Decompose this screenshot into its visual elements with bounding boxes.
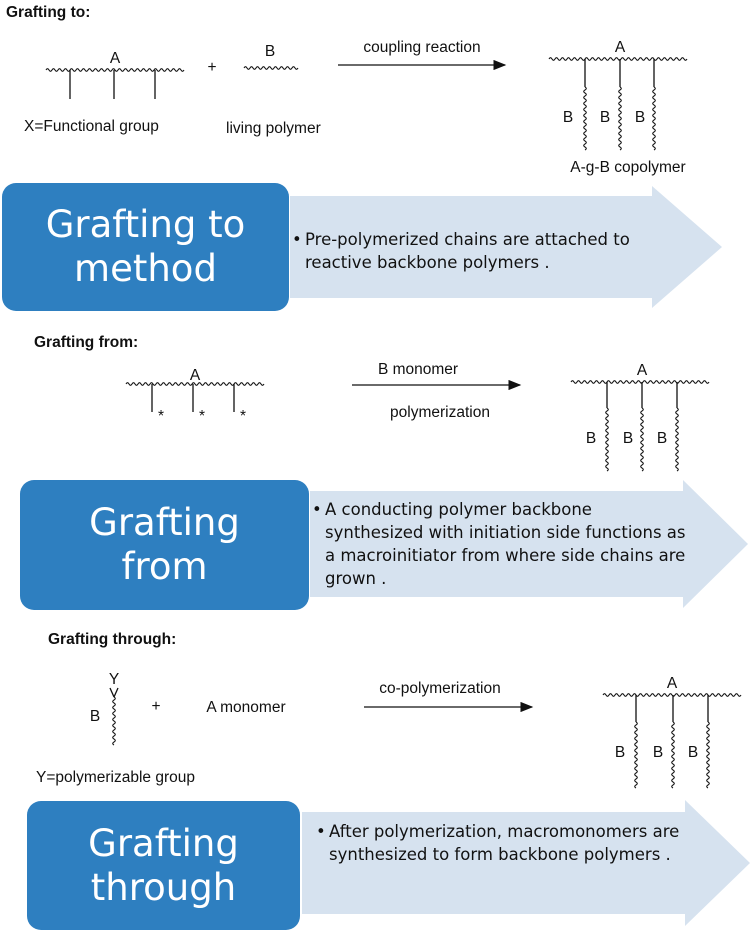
bullet: • <box>316 822 326 841</box>
method-title-box: Grafting from <box>20 480 309 610</box>
branch-label-b: B <box>615 744 625 761</box>
method-description: • Pre-polymerized chains are attached to… <box>292 228 665 274</box>
description-arrow <box>310 480 748 608</box>
macromonomer-label-b: B <box>90 708 100 725</box>
branch-label-b: B <box>623 430 633 447</box>
initiator-mark: * <box>199 408 205 425</box>
heading-grafting-through: Grafting through: <box>48 631 176 648</box>
branch-label-b: B <box>600 109 610 126</box>
living-polymer-chain <box>243 66 299 70</box>
bullet: • <box>312 500 322 519</box>
method-title: Grafting from <box>89 501 240 588</box>
product-graft-copolymer <box>602 693 742 789</box>
branch-label-b: B <box>657 430 667 447</box>
method-title-box: Grafting through <box>27 801 300 930</box>
plus-sign: + <box>151 698 160 715</box>
product-label-a: A <box>615 39 626 56</box>
arrow-label-polymerization: polymerization <box>390 404 490 421</box>
macromonomer-label-y: Y <box>109 671 119 688</box>
reagent-a-monomer: A monomer <box>206 699 285 716</box>
branch-label-b: B <box>586 430 596 447</box>
note-polymerizable-group: Y=polymerizable group <box>36 769 195 786</box>
backbone-label-a: A <box>190 367 201 384</box>
branch-label-b: B <box>635 109 645 126</box>
description-arrow <box>290 186 722 308</box>
product-graft-copolymer <box>570 380 710 472</box>
method-title-box: Grafting to method <box>2 183 289 311</box>
product-graft-copolymer <box>548 57 688 151</box>
method-title: Grafting to method <box>45 203 246 290</box>
method-description: • A conducting polymer backbone synthesi… <box>312 498 690 590</box>
backbone-a-functional <box>45 68 185 99</box>
note-living-polymer: living polymer <box>226 120 321 137</box>
initiator-mark: * <box>240 408 246 425</box>
product-caption: A-g-B copolymer <box>570 159 685 176</box>
arrow-label-coupling: coupling reaction <box>363 39 480 56</box>
bullet: • <box>292 230 302 249</box>
product-label-a: A <box>667 675 678 692</box>
living-polymer-label-b: B <box>265 43 275 60</box>
heading-grafting-from: Grafting from: <box>34 334 138 351</box>
note-functional-group: X=Functional group <box>24 118 159 135</box>
product-label-a: A <box>637 362 648 379</box>
branch-label-b: B <box>563 109 573 126</box>
description-text: Pre-polymerized chains are attached to r… <box>305 230 630 273</box>
branch-label-b: B <box>688 744 698 761</box>
plus-sign: + <box>207 59 216 76</box>
description-text: After polymerization, macromonomers are … <box>329 822 680 865</box>
arrow-label-copolymerization: co-polymerization <box>379 680 500 697</box>
initiator-mark: * <box>158 408 164 425</box>
backbone-label-a: A <box>110 50 121 67</box>
backbone-a-initiators <box>125 382 265 412</box>
heading-grafting-to: Grafting to: <box>6 4 90 21</box>
method-title: Grafting through <box>88 821 239 909</box>
arrow-label-b-monomer: B monomer <box>378 361 458 378</box>
description-arrow <box>302 800 750 926</box>
description-text: A conducting polymer backbone synthesize… <box>325 500 686 589</box>
branch-label-b: B <box>653 744 663 761</box>
method-description: • After polymerization, macromonomers ar… <box>316 820 689 866</box>
macromonomer-chain <box>109 687 119 746</box>
